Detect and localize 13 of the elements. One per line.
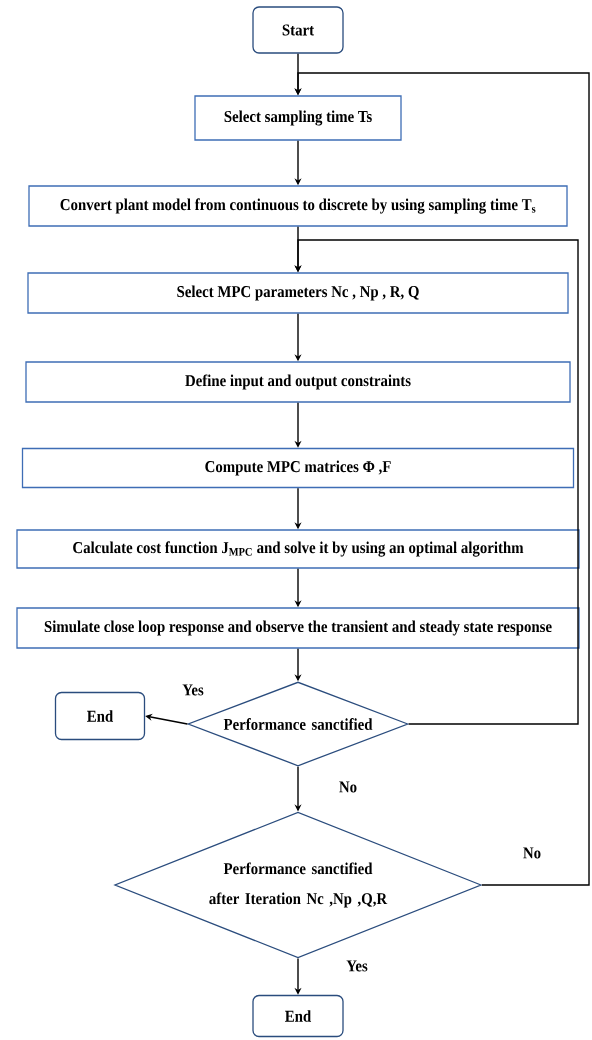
process-box: Select sampling time Ts [194,95,402,141]
edge-label: Yes [346,960,368,972]
edge-label: No [339,781,357,793]
terminal-box: End [54,691,146,741]
process-box: Simulate close loop response and observe the transient and steady state response [16,607,580,649]
terminal-box: End [252,994,344,1038]
process-box: Convert plant model from continuous to discrete by using sampling time T$_{s}$ [28,185,568,227]
terminal-box: Start [252,6,344,54]
process-box: Compute MPC matrices Φ ,F [21,447,575,489]
process-box: Calculate cost function J$_{MPC}$ and solve it by using an optimal algorithm [16,529,580,569]
process-box: Define input and output constraints [25,361,571,403]
process-box: Select MPC parameters Nc , Np , R, Q [27,272,569,314]
edge-label: No [523,847,541,859]
